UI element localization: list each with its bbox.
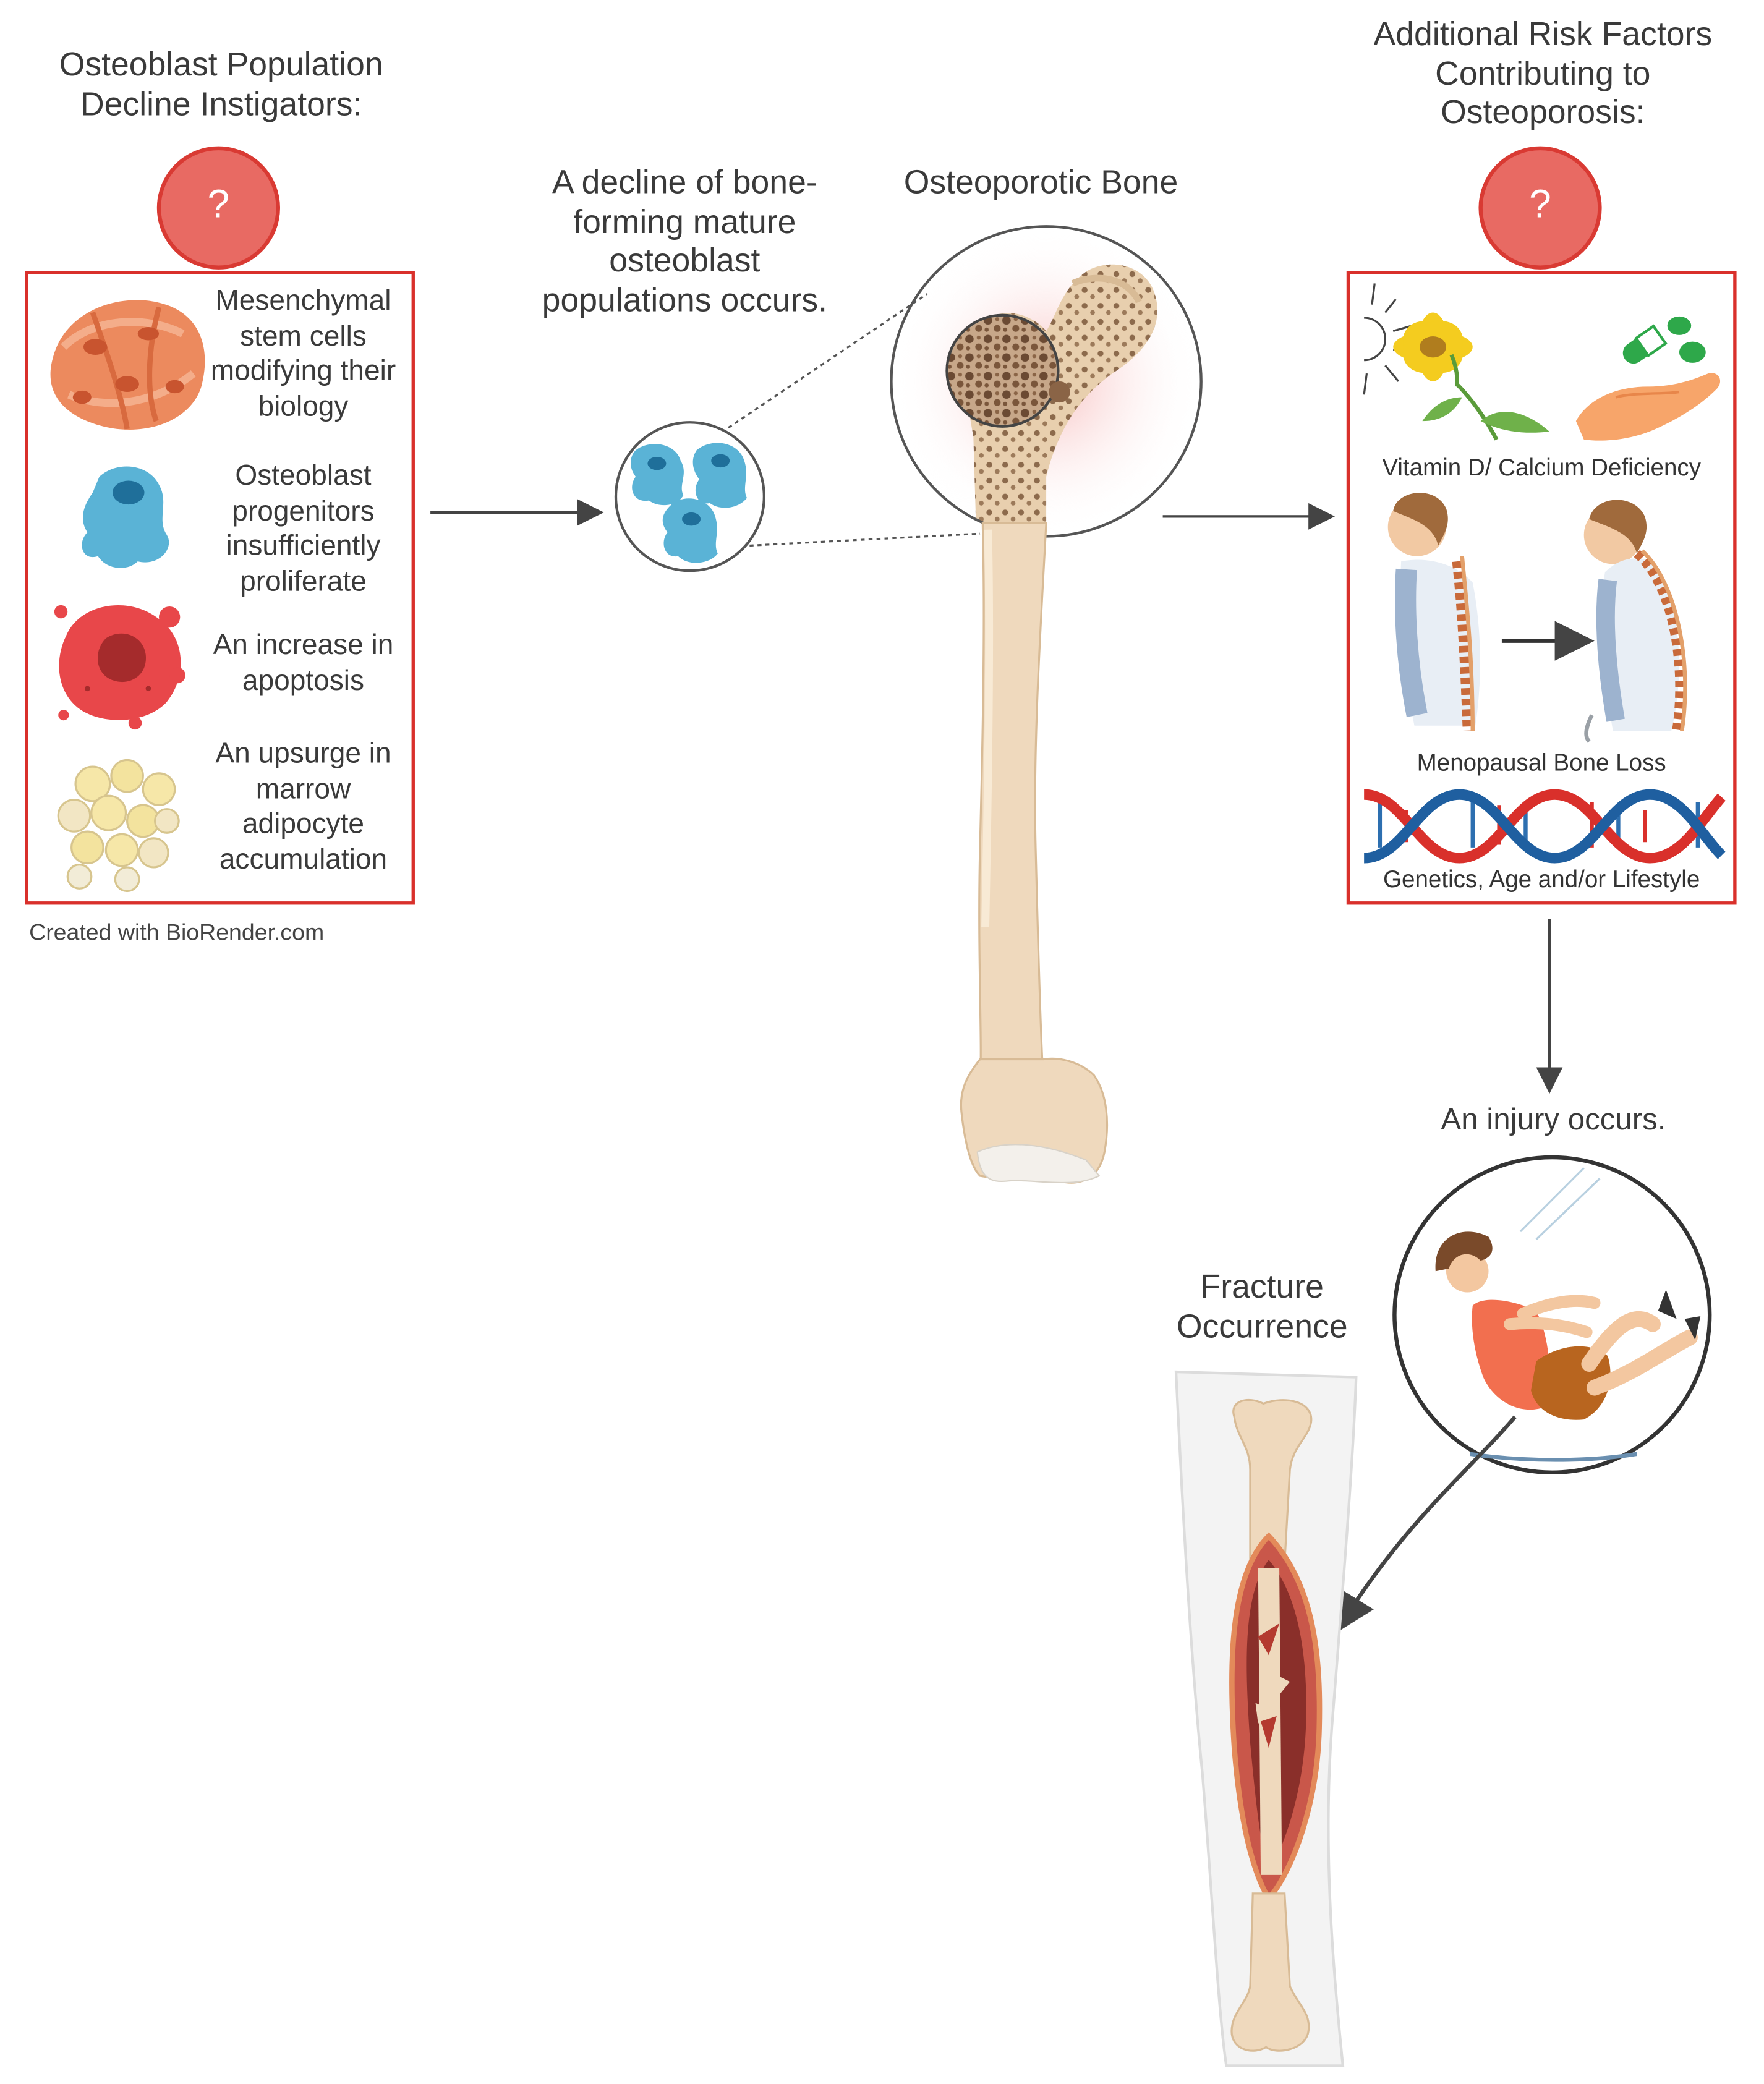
question-badge-right bbox=[1478, 146, 1602, 270]
risk-factors-box bbox=[1346, 271, 1737, 905]
risk-factors-title: Additional Risk Factors Contributing to … bbox=[1373, 15, 1713, 132]
osteoblast-progenitor-icon bbox=[82, 466, 169, 568]
zoom-line-bottom bbox=[749, 532, 981, 547]
biorender-credit: Created with BioRender.com bbox=[29, 919, 325, 946]
injury-label: An injury occurs. bbox=[1441, 1102, 1666, 1136]
osteoblast-decline-text: A decline of bone-forming mature osteobl… bbox=[542, 164, 828, 319]
instigator-item-2: Osteoblast progenitors insufficiently pr… bbox=[226, 459, 381, 597]
zoom-line-top bbox=[728, 293, 928, 429]
apoptotic-cell-icon bbox=[54, 605, 185, 730]
instigator-item-1: Mesenchymal stem cells modifying their b… bbox=[210, 284, 396, 423]
sunflower-icon bbox=[1393, 312, 1550, 441]
instigators-box bbox=[25, 271, 415, 905]
arrow-to-fracture bbox=[1336, 1415, 1517, 1633]
question-badge-left bbox=[156, 146, 281, 270]
upright-woman-spine-icon bbox=[1387, 493, 1480, 731]
stooped-woman-spine-icon bbox=[1583, 500, 1687, 743]
osteoblast-cluster-icon bbox=[614, 421, 766, 572]
instigators-title: Osteoblast Population Decline Instigator… bbox=[59, 46, 383, 123]
question-mark-left: ? bbox=[207, 182, 230, 227]
instigator-item-3: An increase in apoptosis bbox=[213, 629, 394, 696]
risk-factor-label-genetics: Genetics, Age and/or Lifestyle bbox=[1383, 865, 1700, 893]
pills-in-hand-icon bbox=[1575, 316, 1721, 441]
osteoporotic-femur-icon bbox=[890, 225, 1203, 1184]
dna-helix-icon bbox=[1363, 789, 1726, 864]
risk-factor-label-vitamin: Vitamin D/ Calcium Deficiency bbox=[1382, 454, 1702, 481]
instigator-item-4: An upsurge in marrow adipocyte accumulat… bbox=[215, 738, 391, 875]
osteoporotic-bone-title: Osteoporotic Bone bbox=[903, 164, 1178, 202]
fracture-label: Fracture Occurrence bbox=[1176, 1268, 1348, 1345]
risk-factor-label-menopause: Menopausal Bone Loss bbox=[1417, 749, 1666, 776]
adipocytes-icon bbox=[57, 759, 180, 893]
mesenchymal-cells-icon bbox=[50, 300, 205, 430]
question-mark-right: ? bbox=[1529, 182, 1551, 227]
falling-person-icon bbox=[1392, 1155, 1712, 1475]
fractured-leg-bone-icon bbox=[1174, 1370, 1358, 2067]
